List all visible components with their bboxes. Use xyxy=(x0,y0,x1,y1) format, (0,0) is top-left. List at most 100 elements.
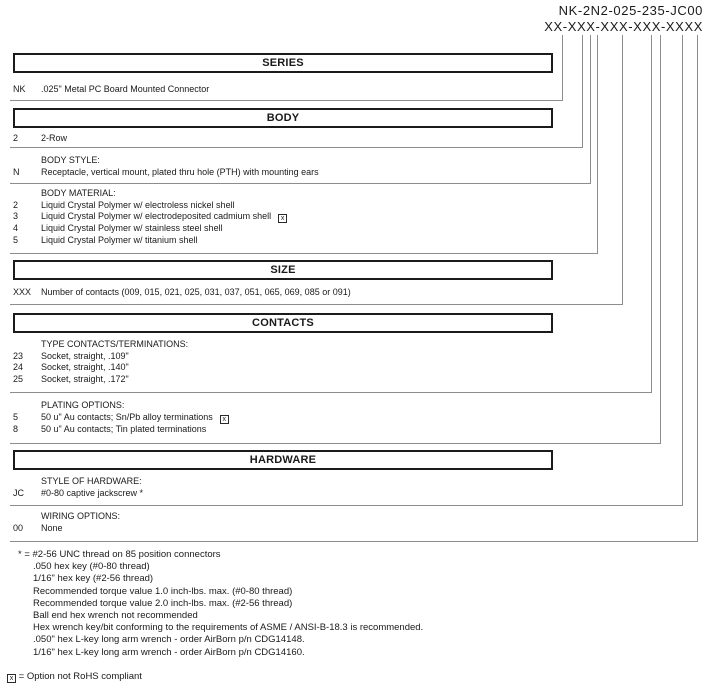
option-desc: 2-Row xyxy=(41,133,68,143)
option-code: 24 xyxy=(13,362,24,373)
footnote-line: .050 hex key (#0-80 thread) xyxy=(33,561,150,573)
option-desc: Liquid Crystal Polymer w/ electroless ni… xyxy=(41,199,235,210)
option-row: 8 50 u" Au contacts; Tin plated terminati… xyxy=(13,424,229,436)
option-code: 8 xyxy=(13,423,19,434)
connector-line xyxy=(10,392,652,393)
option-row: 25 Socket, straight, .172" xyxy=(13,374,188,386)
footnote-line: .050" hex L-key long arm wrench - order … xyxy=(33,634,305,646)
connector-line xyxy=(10,541,698,542)
connector-line xyxy=(660,35,661,443)
option-row-series: NK .025" Metal PC Board Mounted Connector xyxy=(13,84,209,95)
option-code: N xyxy=(13,166,20,177)
option-desc: 50 u" Au contacts; Sn/Pb alloy terminati… xyxy=(41,411,213,422)
option-row: 5 Liquid Crystal Polymer w/ titanium shel… xyxy=(13,235,287,247)
rohs-note: x = Option not RoHS compliant xyxy=(7,671,142,683)
hardware-header-box: HARDWARE xyxy=(13,450,553,470)
contacts-header-box: CONTACTS xyxy=(13,313,553,333)
option-desc: #0-80 captive jackscrew * xyxy=(41,487,144,498)
option-code: JC xyxy=(13,487,24,498)
connector-line xyxy=(562,35,563,100)
hardware-style-group: STYLE OF HARDWARE: JC #0-80 captive jacks… xyxy=(13,476,143,499)
option-desc: Socket, straight, .109" xyxy=(41,350,129,361)
connector-line xyxy=(597,35,598,253)
footnotes: * = #2-56 UNC thread on 85 position conn… xyxy=(18,549,423,659)
option-code: 3 xyxy=(13,211,19,222)
series-header-box: SERIES xyxy=(13,53,553,73)
option-desc: .025" Metal PC Board Mounted Connector xyxy=(41,84,210,94)
not-rohs-icon: x xyxy=(219,414,229,424)
footnote-line: 1/16" hex key (#2-56 thread) xyxy=(33,573,154,585)
size-title: SIZE xyxy=(270,264,296,276)
option-row: 2 Liquid Crystal Polymer w/ electroless n… xyxy=(13,200,287,212)
footnote-line: Recommended torque value 1.0 inch-lbs. m… xyxy=(33,585,293,597)
option-code: 4 xyxy=(13,223,19,234)
subsection-label: PLATING OPTIONS: xyxy=(41,400,125,410)
hardware-title: HARDWARE xyxy=(249,454,317,466)
subsection-label: BODY MATERIAL: xyxy=(41,188,116,198)
option-code: 5 xyxy=(13,235,19,246)
body-title: BODY xyxy=(266,112,300,124)
option-row: 00 None xyxy=(13,523,120,535)
connector-line xyxy=(682,35,683,505)
option-desc: 50 u" Au contacts; Tin plated terminatio… xyxy=(41,423,207,434)
subsection-label: WIRING OPTIONS: xyxy=(41,511,121,521)
option-code: 5 xyxy=(13,411,19,422)
footnote-line: 1/16" hex L-key long arm wrench - order … xyxy=(33,646,305,658)
connector-line xyxy=(590,35,591,183)
option-code: 23 xyxy=(13,350,24,361)
connector-line xyxy=(582,35,583,147)
option-desc: Socket, straight, .140" xyxy=(41,362,129,373)
size-header-box: SIZE xyxy=(13,260,553,280)
part-number-block: NK-2N2-025-235-JC00 XX-XXX-XXX-XXX-XXXX xyxy=(544,3,703,35)
option-desc: Receptacle, vertical mount, plated thru … xyxy=(41,166,319,177)
connector-line xyxy=(10,253,598,254)
option-desc: Liquid Crystal Polymer w/ titanium shell xyxy=(41,235,198,246)
option-desc: Socket, straight, .172" xyxy=(41,374,129,385)
subsection-label: BODY STYLE: xyxy=(41,155,100,165)
option-row: 23 Socket, straight, .109" xyxy=(13,351,188,363)
body-style-group: BODY STYLE: N Receptacle, vertical mount,… xyxy=(13,155,319,178)
part-number: NK-2N2-025-235-JC00 xyxy=(558,3,703,18)
option-code: 00 xyxy=(13,522,24,533)
option-code: 25 xyxy=(13,374,24,385)
connector-line xyxy=(10,147,583,148)
plating-group: PLATING OPTIONS: 5 50 u" Au contacts; Sn/… xyxy=(13,400,229,435)
connector-line xyxy=(697,35,698,541)
option-row: 5 50 u" Au contacts; Sn/Pb alloy terminat… xyxy=(13,412,229,424)
footnote-line: Hex wrench key/bit conforming to the req… xyxy=(33,622,424,634)
connector-line xyxy=(10,505,683,506)
option-row: 3 Liquid Crystal Polymer w/ electrodeposi… xyxy=(13,211,288,224)
option-code: 2 xyxy=(13,133,19,143)
connector-line xyxy=(10,100,563,101)
body-header-box: BODY xyxy=(13,108,553,128)
footnote-line: * = #2-56 UNC thread on 85 position conn… xyxy=(18,549,221,560)
subsection-label: STYLE OF HARDWARE: xyxy=(41,476,142,486)
connector-line xyxy=(10,443,661,444)
footnote-line: Ball end hex wrench not recommended xyxy=(33,610,198,622)
option-row: 24 Socket, straight, .140" xyxy=(13,362,188,374)
option-row-body: 2 2-Row xyxy=(13,133,67,144)
connector-line xyxy=(651,35,652,392)
connector-line xyxy=(10,304,623,305)
not-rohs-icon: x xyxy=(7,674,16,683)
subsection-label: TYPE CONTACTS/TERMINATIONS: xyxy=(41,339,189,349)
wiring-group: WIRING OPTIONS: 00 None xyxy=(13,511,120,534)
rohs-note-text: = Option not RoHS compliant xyxy=(18,671,142,682)
option-desc: Liquid Crystal Polymer w/ electrodeposit… xyxy=(41,211,272,222)
option-code: NK xyxy=(13,84,26,94)
option-row: JC #0-80 captive jackscrew * xyxy=(13,488,143,500)
not-rohs-icon: x xyxy=(278,214,288,224)
option-code: XXX xyxy=(13,287,32,297)
option-desc: Number of contacts (009, 015, 021, 025, … xyxy=(41,287,351,297)
connector-line xyxy=(10,183,591,184)
option-desc: None xyxy=(41,522,63,533)
option-row: N Receptacle, vertical mount, plated thru… xyxy=(13,167,319,179)
option-code: 2 xyxy=(13,199,19,210)
series-title: SERIES xyxy=(262,57,304,69)
connector-line xyxy=(622,35,623,304)
footnote-line: Recommended torque value 2.0 inch-lbs. m… xyxy=(33,597,293,609)
